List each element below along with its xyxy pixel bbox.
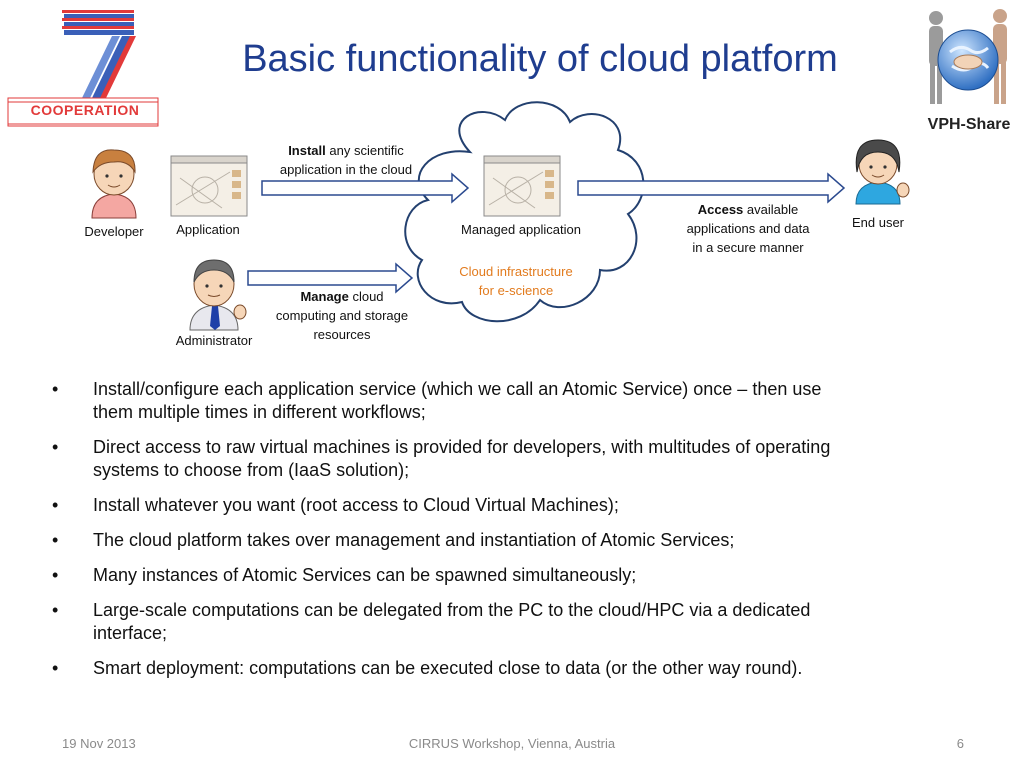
slide-title: Basic functionality of cloud platform <box>242 38 838 80</box>
manage-line2: computing and storage <box>275 308 409 323</box>
diagram-canvas <box>91 101 910 331</box>
end-user-avatar-icon <box>855 139 910 205</box>
access-arrow <box>577 172 846 204</box>
bullet-line: interface; <box>93 623 168 643</box>
bullet-line: Install whatever you want (root access t… <box>93 495 619 515</box>
bullet-marker: • <box>52 379 59 399</box>
bullet-line: them multiple times in different workflo… <box>93 402 426 422</box>
bullet-line: Install/configure each application servi… <box>93 379 822 399</box>
developer-label: Developer <box>84 224 144 239</box>
install-note: Install any scientific application in th… <box>258 141 434 179</box>
cloud-label-line1: Cloud infrastructure <box>459 264 573 279</box>
fp7-logo-text: COOPERATION <box>30 102 140 118</box>
bullet-line: Large-scale computations can be delegate… <box>93 600 811 620</box>
bullet-item: • Install whatever you want (root access … <box>52 494 972 517</box>
bullet-item: • Install/configure each application serv… <box>52 378 972 424</box>
vph-share-logo-icon: VPH-Share <box>916 4 1022 134</box>
bullet-marker: • <box>52 437 59 457</box>
vph-share-logo-text: VPH-Share <box>927 116 1011 133</box>
application-window-icon <box>170 155 248 217</box>
bullet-line: Smart deployment: computations can be ex… <box>93 658 803 678</box>
install-arrow <box>261 172 470 204</box>
access-line2: applications and data <box>686 221 810 236</box>
install-rest: any scientific <box>325 143 404 158</box>
cloud-infrastructure-label: Cloud infrastructure for e-science <box>436 262 596 300</box>
access-line3: in a secure manner <box>692 240 804 255</box>
bullet-marker: • <box>52 565 59 585</box>
application-label: Application <box>176 222 240 237</box>
manage-note: Manage cloud computing and storage resou… <box>262 287 422 344</box>
developer-avatar-icon <box>91 149 137 219</box>
manage-line3: resources <box>313 327 371 342</box>
bullet-item: • The cloud platform takes over managemen… <box>52 529 972 552</box>
fp7-logo-icon: COOPERATION <box>4 6 162 130</box>
administrator-label: Administrator <box>175 333 253 348</box>
administrator-avatar-icon <box>189 259 247 331</box>
managed-application-label: Managed application <box>461 222 581 237</box>
bullet-item: • Many instances of Atomic Services can b… <box>52 564 972 587</box>
access-rest: available <box>743 202 799 217</box>
bullet-item: • Direct access to raw virtual machines i… <box>52 436 972 482</box>
install-line2: application in the cloud <box>279 162 413 177</box>
bullet-marker: • <box>52 600 59 620</box>
access-note: Access available applications and data i… <box>672 200 824 257</box>
bullet-line: systems to choose from (IaaS solution); <box>93 460 410 480</box>
bullet-marker: • <box>52 495 59 515</box>
bullet-marker: • <box>52 658 59 678</box>
bullet-line: The cloud platform takes over management… <box>93 530 735 550</box>
manage-rest: cloud <box>348 289 384 304</box>
managed-application-window-icon <box>483 155 561 217</box>
footer-page-number: 6 <box>956 736 964 751</box>
install-bold: Install <box>288 143 326 158</box>
manage-bold: Manage <box>300 289 349 304</box>
bullet-item: • Large-scale computations can be delegat… <box>52 599 972 645</box>
manage-arrow <box>247 262 414 294</box>
access-bold: Access <box>697 202 744 217</box>
footer-date: 19 Nov 2013 <box>62 736 136 751</box>
bullet-marker: • <box>52 530 59 550</box>
bullet-list: • Install/configure each application serv… <box>52 378 972 692</box>
footer-event: CIRRUS Workshop, Vienna, Austria <box>408 736 616 751</box>
bullet-item: • Smart deployment: computations can be e… <box>52 657 972 680</box>
cloud-label-line2: for e-science <box>478 283 554 298</box>
end-user-label: End user <box>851 215 905 230</box>
bullet-line: Direct access to raw virtual machines is… <box>93 437 831 457</box>
bullet-line: Many instances of Atomic Services can be… <box>93 565 637 585</box>
